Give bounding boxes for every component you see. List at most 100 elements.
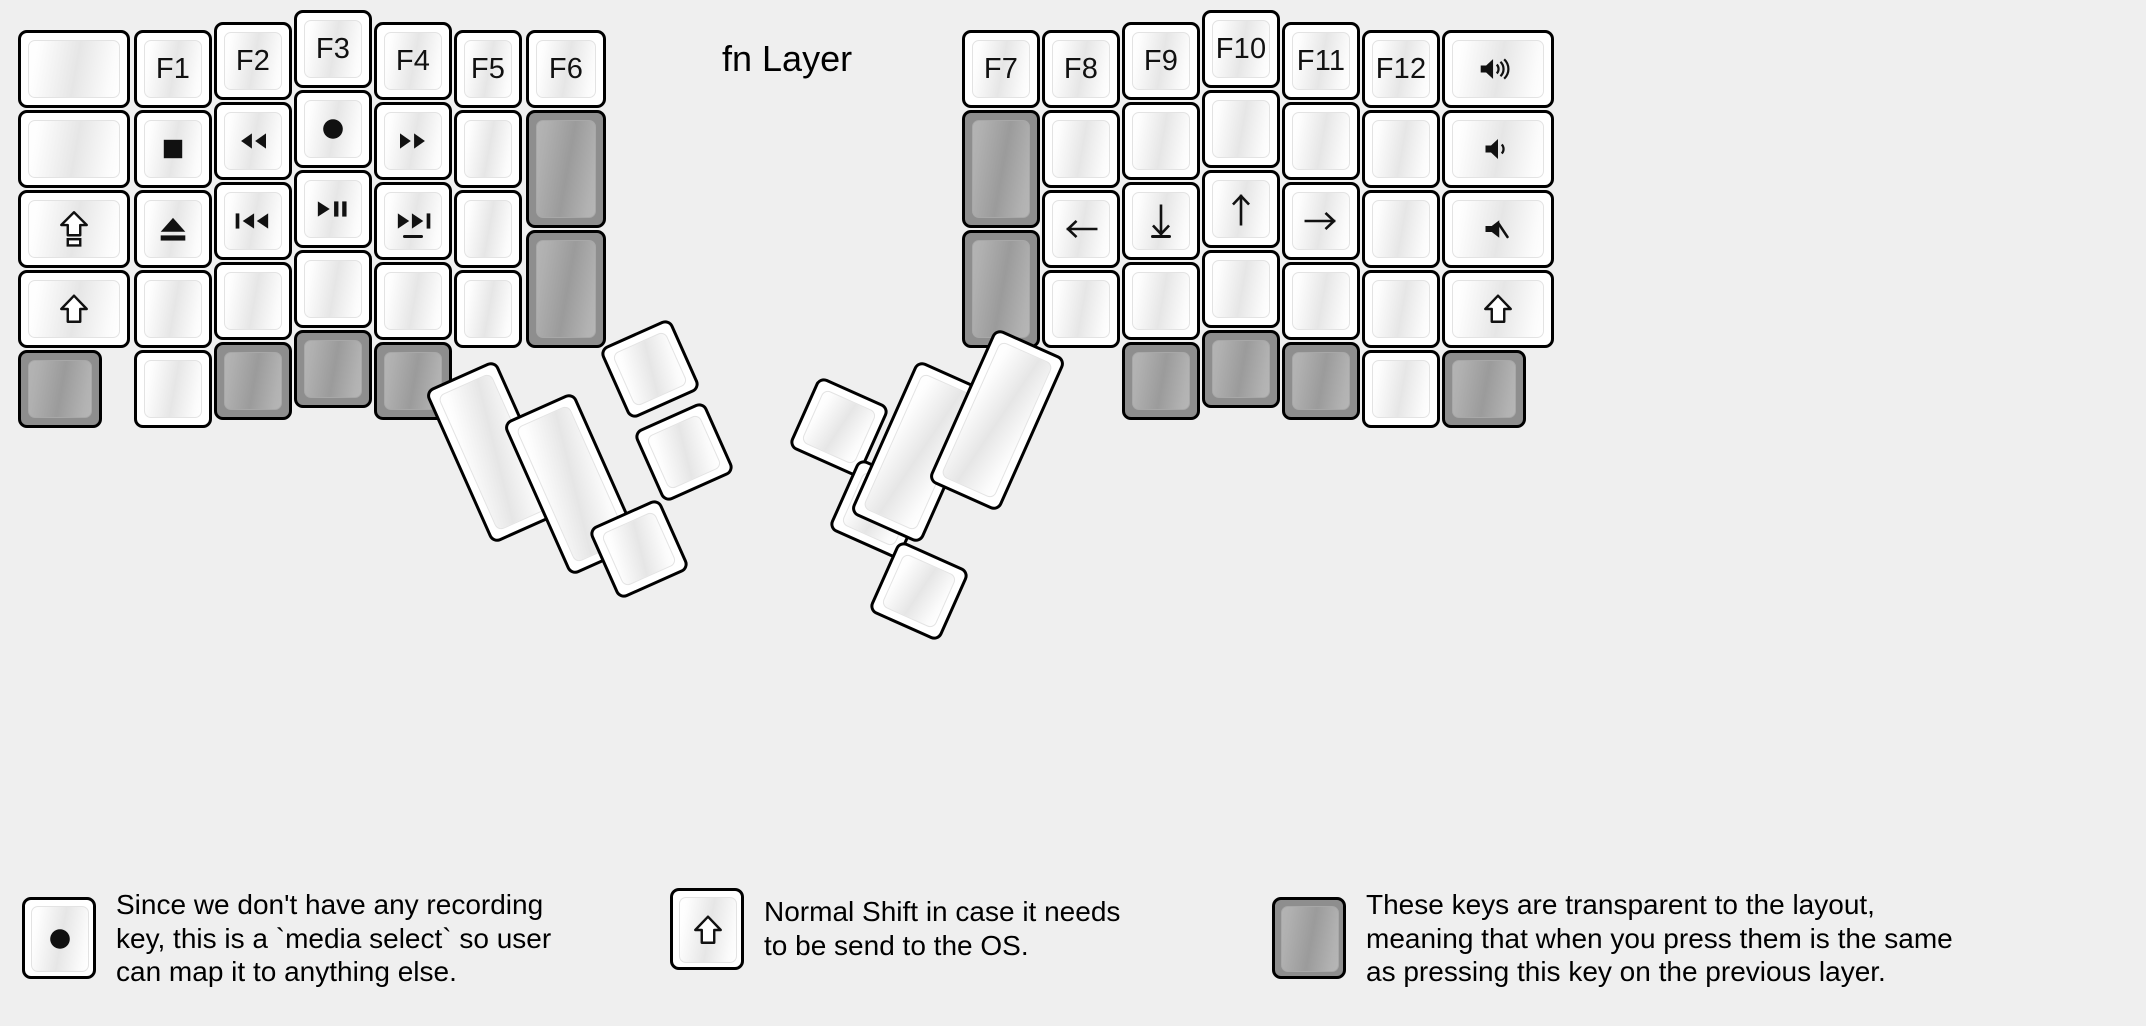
key-media-play-pause[interactable] bbox=[294, 170, 372, 248]
key-f5[interactable]: F5 bbox=[454, 30, 522, 108]
key-cap bbox=[144, 280, 202, 338]
key-arrow-left[interactable] bbox=[1042, 190, 1120, 268]
key-f10[interactable]: F10 bbox=[1202, 10, 1280, 88]
key-volume-down[interactable] bbox=[1442, 110, 1554, 188]
key-f4[interactable]: F4 bbox=[374, 22, 452, 100]
key-blank[interactable] bbox=[1282, 342, 1360, 420]
key-f2[interactable]: F2 bbox=[214, 22, 292, 100]
key-media-next-track[interactable] bbox=[374, 182, 452, 260]
key-f3[interactable]: F3 bbox=[294, 10, 372, 88]
key-f6[interactable]: F6 bbox=[526, 30, 606, 108]
key-blank[interactable] bbox=[1202, 250, 1280, 328]
key-blank[interactable] bbox=[374, 262, 452, 340]
key-blank[interactable] bbox=[134, 350, 212, 428]
key-cap bbox=[28, 200, 120, 258]
key-label: F8 bbox=[1063, 52, 1099, 85]
key-blank[interactable] bbox=[1122, 262, 1200, 340]
key-cap bbox=[1372, 200, 1430, 258]
key-volume-up[interactable] bbox=[1442, 30, 1554, 108]
key-media-eject[interactable] bbox=[134, 190, 212, 268]
key-cap bbox=[1132, 352, 1190, 410]
shift-icon bbox=[691, 913, 725, 947]
key-blank[interactable] bbox=[18, 110, 130, 188]
key-arrow-up[interactable] bbox=[1202, 170, 1280, 248]
key-blank[interactable] bbox=[1362, 190, 1440, 268]
key-shift[interactable] bbox=[18, 270, 130, 348]
key-blank[interactable] bbox=[454, 110, 522, 188]
key-blank[interactable] bbox=[18, 30, 130, 108]
key-blank[interactable] bbox=[1042, 270, 1120, 348]
key-blank[interactable] bbox=[294, 250, 372, 328]
key-volume-mute[interactable] bbox=[1442, 190, 1554, 268]
key-blank[interactable] bbox=[1122, 102, 1200, 180]
key-blank[interactable] bbox=[1442, 350, 1526, 428]
key-f9[interactable]: F9 bbox=[1122, 22, 1200, 100]
key-media-rewind[interactable] bbox=[214, 102, 292, 180]
key-cap bbox=[800, 388, 878, 466]
key-f11[interactable]: F11 bbox=[1282, 22, 1360, 100]
key-media-fast-forward[interactable] bbox=[374, 102, 452, 180]
key-blank[interactable] bbox=[526, 230, 606, 348]
key-blank[interactable] bbox=[962, 230, 1040, 348]
key-cap bbox=[31, 906, 89, 973]
key-cap bbox=[304, 180, 362, 238]
key-f12[interactable]: F12 bbox=[1362, 30, 1440, 108]
key-blank[interactable] bbox=[526, 110, 606, 228]
key-arrow-right[interactable] bbox=[1282, 182, 1360, 260]
thumb-small-top[interactable] bbox=[598, 317, 702, 421]
key-cap bbox=[600, 510, 678, 588]
key-blank[interactable] bbox=[1362, 350, 1440, 428]
key-blank[interactable] bbox=[1362, 270, 1440, 348]
key-cap: F10 bbox=[1212, 20, 1270, 78]
key-blank[interactable] bbox=[1042, 110, 1120, 188]
key-blank[interactable] bbox=[1202, 330, 1280, 408]
media-next-track-icon bbox=[392, 208, 434, 234]
key-cap bbox=[1452, 280, 1544, 338]
key-cap bbox=[1052, 200, 1110, 258]
key-blank[interactable] bbox=[1122, 342, 1200, 420]
thumb-small-bot[interactable] bbox=[867, 539, 971, 643]
key-cap bbox=[304, 100, 362, 158]
key-f7[interactable]: F7 bbox=[962, 30, 1040, 108]
key-media-stop[interactable] bbox=[134, 110, 212, 188]
key-cap bbox=[224, 272, 282, 330]
key-blank[interactable] bbox=[214, 262, 292, 340]
key-blank[interactable] bbox=[962, 110, 1040, 228]
legend-transparent-swatch bbox=[1272, 897, 1346, 980]
media-fast-forward-icon bbox=[394, 128, 432, 154]
key-cap bbox=[464, 120, 512, 178]
key-cap bbox=[972, 120, 1030, 218]
key-label: F7 bbox=[983, 52, 1019, 85]
key-blank[interactable] bbox=[294, 330, 372, 408]
key-media-record[interactable] bbox=[294, 90, 372, 168]
thumb-small-mid[interactable] bbox=[632, 400, 736, 504]
key-shift[interactable] bbox=[1442, 270, 1554, 348]
key-blank[interactable] bbox=[134, 270, 212, 348]
key-blank[interactable] bbox=[454, 270, 522, 348]
key-label: F4 bbox=[395, 44, 431, 77]
key-f1[interactable]: F1 bbox=[134, 30, 212, 108]
page-title: fn Layer bbox=[722, 38, 853, 79]
key-blank[interactable] bbox=[1202, 90, 1280, 168]
key-cap bbox=[1212, 180, 1270, 238]
key-caps-lock[interactable] bbox=[18, 190, 130, 268]
key-f8[interactable]: F8 bbox=[1042, 30, 1120, 108]
key-blank[interactable] bbox=[1282, 102, 1360, 180]
key-cap: F8 bbox=[1052, 40, 1110, 98]
caps-lock-icon bbox=[57, 209, 91, 249]
shift-icon bbox=[1481, 292, 1515, 326]
key-label: F3 bbox=[315, 32, 351, 65]
key-blank[interactable] bbox=[214, 342, 292, 420]
key-cap bbox=[536, 120, 596, 218]
media-record-icon bbox=[46, 925, 74, 953]
key-media-prev-track[interactable] bbox=[214, 182, 292, 260]
key-blank[interactable] bbox=[1362, 110, 1440, 188]
key-arrow-down[interactable] bbox=[1122, 182, 1200, 260]
legend-media-select-text: Since we don't have any recording key, t… bbox=[116, 889, 552, 988]
key-blank[interactable] bbox=[1282, 262, 1360, 340]
key-blank[interactable] bbox=[18, 350, 102, 428]
shift-icon bbox=[57, 292, 91, 326]
key-blank[interactable] bbox=[454, 190, 522, 268]
key-cap bbox=[679, 897, 737, 963]
